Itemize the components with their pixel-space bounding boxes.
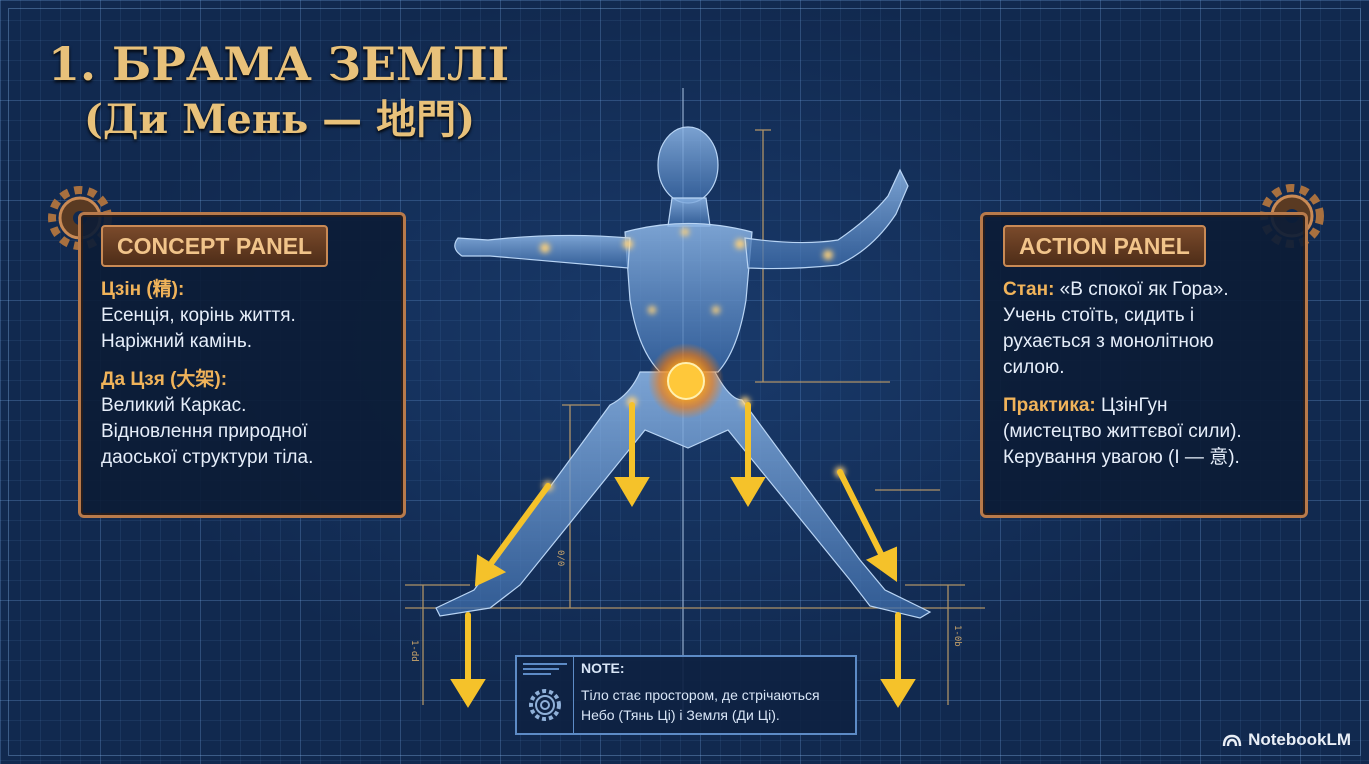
action-item-text: Керування увагою (І — 意). [1003,447,1240,468]
arrow-down-icon [474,483,551,587]
dimension-label: 1-0b [952,625,962,647]
concept-item-text: Відновлення природної [101,421,308,442]
brand-watermark: NotebookLM [1222,730,1351,750]
note-box: NOTE: Тіло стає простором, де стрічаютьс… [515,655,857,735]
note-header-lines [523,663,567,675]
concept-panel: CONCEPT PANEL Цзін (精): Есенція, корінь … [78,212,406,518]
page-title: 1. БРАМА ЗЕМЛІ [48,37,510,91]
concept-item-text: Есенція, корінь життя. [101,305,296,326]
frame-border [8,8,1361,756]
arrow-down-icon [614,402,650,507]
action-panel: ACTION PANEL Стан: «В спокої як Гора». У… [980,212,1308,518]
concept-panel-heading: CONCEPT PANEL [101,225,329,267]
concept-item-text: даоської структури тіла. [101,447,314,468]
note-text: Тіло стає простором, де стрічаються Небо… [581,685,820,725]
action-panel-body: Стан: «В спокої як Гора». Учень стоїть, … [1003,277,1291,483]
gear-icon [529,689,561,721]
action-item-text: ЦзінГун [1095,395,1168,416]
action-item-label: Практика: [1003,395,1096,416]
arrow-down-icon [880,612,916,708]
note-line: Тіло стає простором, де стрічаються [581,687,820,703]
arrow-down-icon [450,612,486,708]
concept-panel-body: Цзін (精): Есенція, корінь життя. Наріжни… [101,277,389,483]
action-item-text: рухається з монолітною [1003,331,1214,352]
action-item-text: Учень стоїть, сидить і [1003,305,1195,326]
action-item-label: Стан: [1003,279,1055,300]
action-item-text: (мистецтво життєвої сили). [1003,421,1242,442]
dimension-label: 0/0 [555,550,565,566]
concept-item-label: Цзін (精): [101,279,185,300]
page-subtitle: (Ди Мень — 地門) [84,96,476,143]
brand-name: NotebookLM [1248,730,1351,749]
action-panel-heading: ACTION PANEL [1003,225,1206,267]
concept-item-text: Великий Каркас. [101,395,247,416]
dimension-label: 1-dd [409,640,419,662]
arrow-down-icon [730,402,766,507]
note-line: Небо (Тянь Ці) і Земля (Ди Ці). [581,707,780,723]
action-item-text: силою. [1003,357,1065,378]
note-heading: NOTE: [581,660,625,676]
action-item-text: «В спокої як Гора». [1054,279,1229,300]
notebooklm-logo-icon [1222,734,1242,747]
arrow-down-icon [837,469,897,582]
concept-item-label: Да Цзя (大架): [101,369,228,390]
human-figure [435,126,932,619]
concept-item-text: Наріжний камінь. [101,331,253,352]
